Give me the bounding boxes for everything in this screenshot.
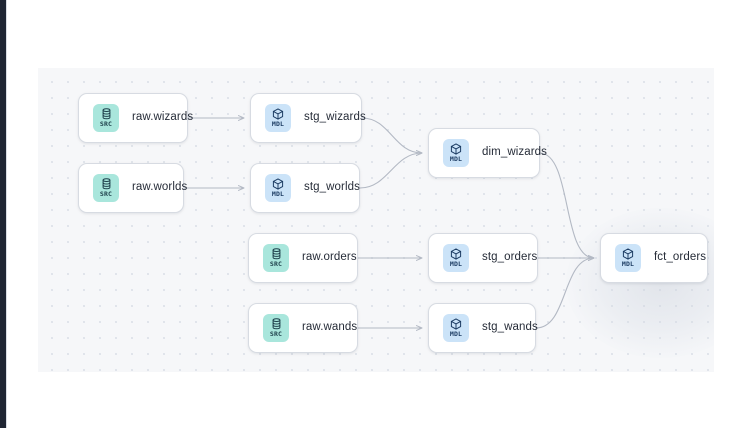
node-type-badge-mdl: MDL [265, 174, 291, 202]
edge-stg-wands-to-fct-orders [535, 255, 595, 329]
edge-stg-worlds-to-dim-wizards [359, 150, 423, 189]
graph-canvas[interactable]: SRC raw.wizards SRC raw.worlds SRC raw.o… [38, 68, 714, 372]
badge-text: MDL [449, 260, 463, 269]
database-icon [271, 248, 282, 260]
graph-node-stg_orders[interactable]: MDL stg_orders [428, 233, 538, 283]
badge-text: MDL [449, 330, 463, 339]
badge-text: MDL [449, 155, 463, 164]
database-icon [271, 318, 282, 330]
cube-icon [622, 248, 634, 260]
node-type-badge-src: SRC [93, 104, 119, 132]
cube-icon [450, 318, 462, 330]
node-type-badge-mdl: MDL [443, 139, 469, 167]
graph-node-stg_wizards[interactable]: MDL stg_wizards [250, 93, 366, 143]
graph-node-raw_worlds[interactable]: SRC raw.worlds [78, 163, 188, 213]
node-type-badge-mdl: MDL [443, 314, 469, 342]
database-icon [272, 318, 280, 330]
node-type-badge-src: SRC [263, 244, 289, 272]
cube-icon [450, 143, 462, 155]
edge-stg-wizards-to-dim-wizards [361, 117, 423, 156]
cube-icon [272, 178, 284, 190]
graph-node-raw_orders[interactable]: SRC raw.orders [248, 233, 358, 283]
badge-text: SRC [269, 330, 283, 339]
node-type-badge-mdl: MDL [443, 244, 469, 272]
node-label-fct_orders: fct_orders [654, 251, 707, 264]
node-label-stg_wands: stg_wands [482, 321, 538, 334]
cube-icon [272, 108, 284, 120]
cube-icon [272, 108, 284, 120]
node-type-badge-mdl: MDL [615, 244, 641, 272]
database-icon [272, 248, 280, 260]
badge-text: MDL [621, 260, 635, 269]
left-rail [0, 0, 6, 428]
node-type-badge-mdl: MDL [265, 104, 291, 132]
cube-icon [272, 178, 284, 190]
cube-icon [450, 248, 462, 260]
graph-node-stg_wands[interactable]: MDL stg_wands [428, 303, 538, 353]
left-rail-divider [6, 0, 7, 428]
badge-text: SRC [99, 120, 113, 129]
database-icon [102, 178, 110, 190]
database-icon [101, 178, 112, 190]
node-label-raw_orders: raw.orders [302, 251, 357, 264]
badge-text: MDL [271, 120, 285, 129]
graph-node-stg_worlds[interactable]: MDL stg_worlds [250, 163, 360, 213]
badge-text: SRC [99, 190, 113, 199]
node-label-dim_wizards: dim_wizards [482, 146, 548, 159]
node-label-stg_wizards: stg_wizards [304, 111, 366, 124]
graph-node-fct_orders[interactable]: MDL fct_orders [600, 233, 708, 283]
terminal-node-glow [566, 208, 714, 358]
badge-text: SRC [269, 260, 283, 269]
cube-icon [450, 318, 462, 330]
badge-text: MDL [271, 190, 285, 199]
cube-icon [622, 248, 634, 260]
node-label-raw_wands: raw.wands [302, 321, 358, 334]
node-label-stg_orders: stg_orders [482, 251, 538, 264]
edge-dim-wizards-to-fct-orders [539, 152, 595, 261]
database-icon [101, 108, 112, 120]
cube-icon [450, 143, 462, 155]
cube-icon [450, 248, 462, 260]
node-label-raw_worlds: raw.worlds [132, 181, 188, 194]
graph-node-raw_wands[interactable]: SRC raw.wands [248, 303, 358, 353]
node-label-stg_worlds: stg_worlds [304, 181, 360, 194]
graph-node-raw_wizards[interactable]: SRC raw.wizards [78, 93, 193, 143]
node-label-raw_wizards: raw.wizards [132, 111, 194, 124]
node-type-badge-src: SRC [263, 314, 289, 342]
node-type-badge-src: SRC [93, 174, 119, 202]
database-icon [102, 108, 110, 120]
graph-node-dim_wizards[interactable]: MDL dim_wizards [428, 128, 547, 178]
